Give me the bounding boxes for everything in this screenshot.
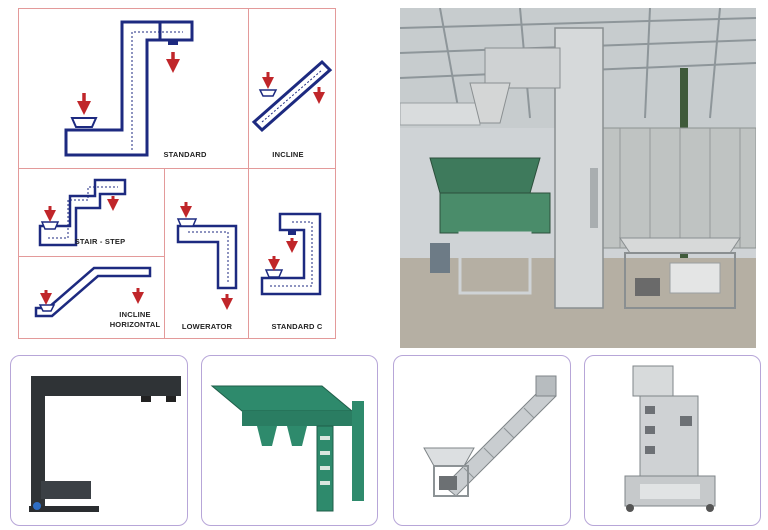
label-incline-horizontal-2: HORIZONTAL: [109, 320, 161, 329]
stair-step-diagram: [38, 178, 127, 247]
standard-diagram: [64, 20, 194, 157]
factory-installation-photo: [400, 8, 756, 348]
conveyor-diagrams-svg: [34, 20, 333, 318]
product-photo-c-bucket-elevator-green: [201, 355, 378, 526]
standard-c-diagram: [260, 212, 322, 296]
label-standard: STANDARD: [163, 150, 207, 159]
label-incline-horizontal-1: INCLINE: [119, 310, 151, 319]
incline-horizontal-diagram: [34, 266, 152, 318]
incline-diagram: [251, 59, 333, 133]
product-photo-incline-conveyor-stainless: [393, 355, 571, 526]
product-photo-bucket-elevator-stainless: [584, 355, 761, 526]
label-stair-step: STAIR - STEP: [74, 237, 126, 246]
label-lowerator: LOWERATOR: [181, 322, 233, 331]
conveyor-type-diagram-panel: [18, 8, 336, 339]
product-photo-z-bucket-elevator-black: [10, 355, 188, 526]
label-standard-c: STANDARD C: [271, 322, 323, 331]
lowerator-diagram: [176, 202, 238, 310]
label-incline: INCLINE: [272, 150, 304, 159]
